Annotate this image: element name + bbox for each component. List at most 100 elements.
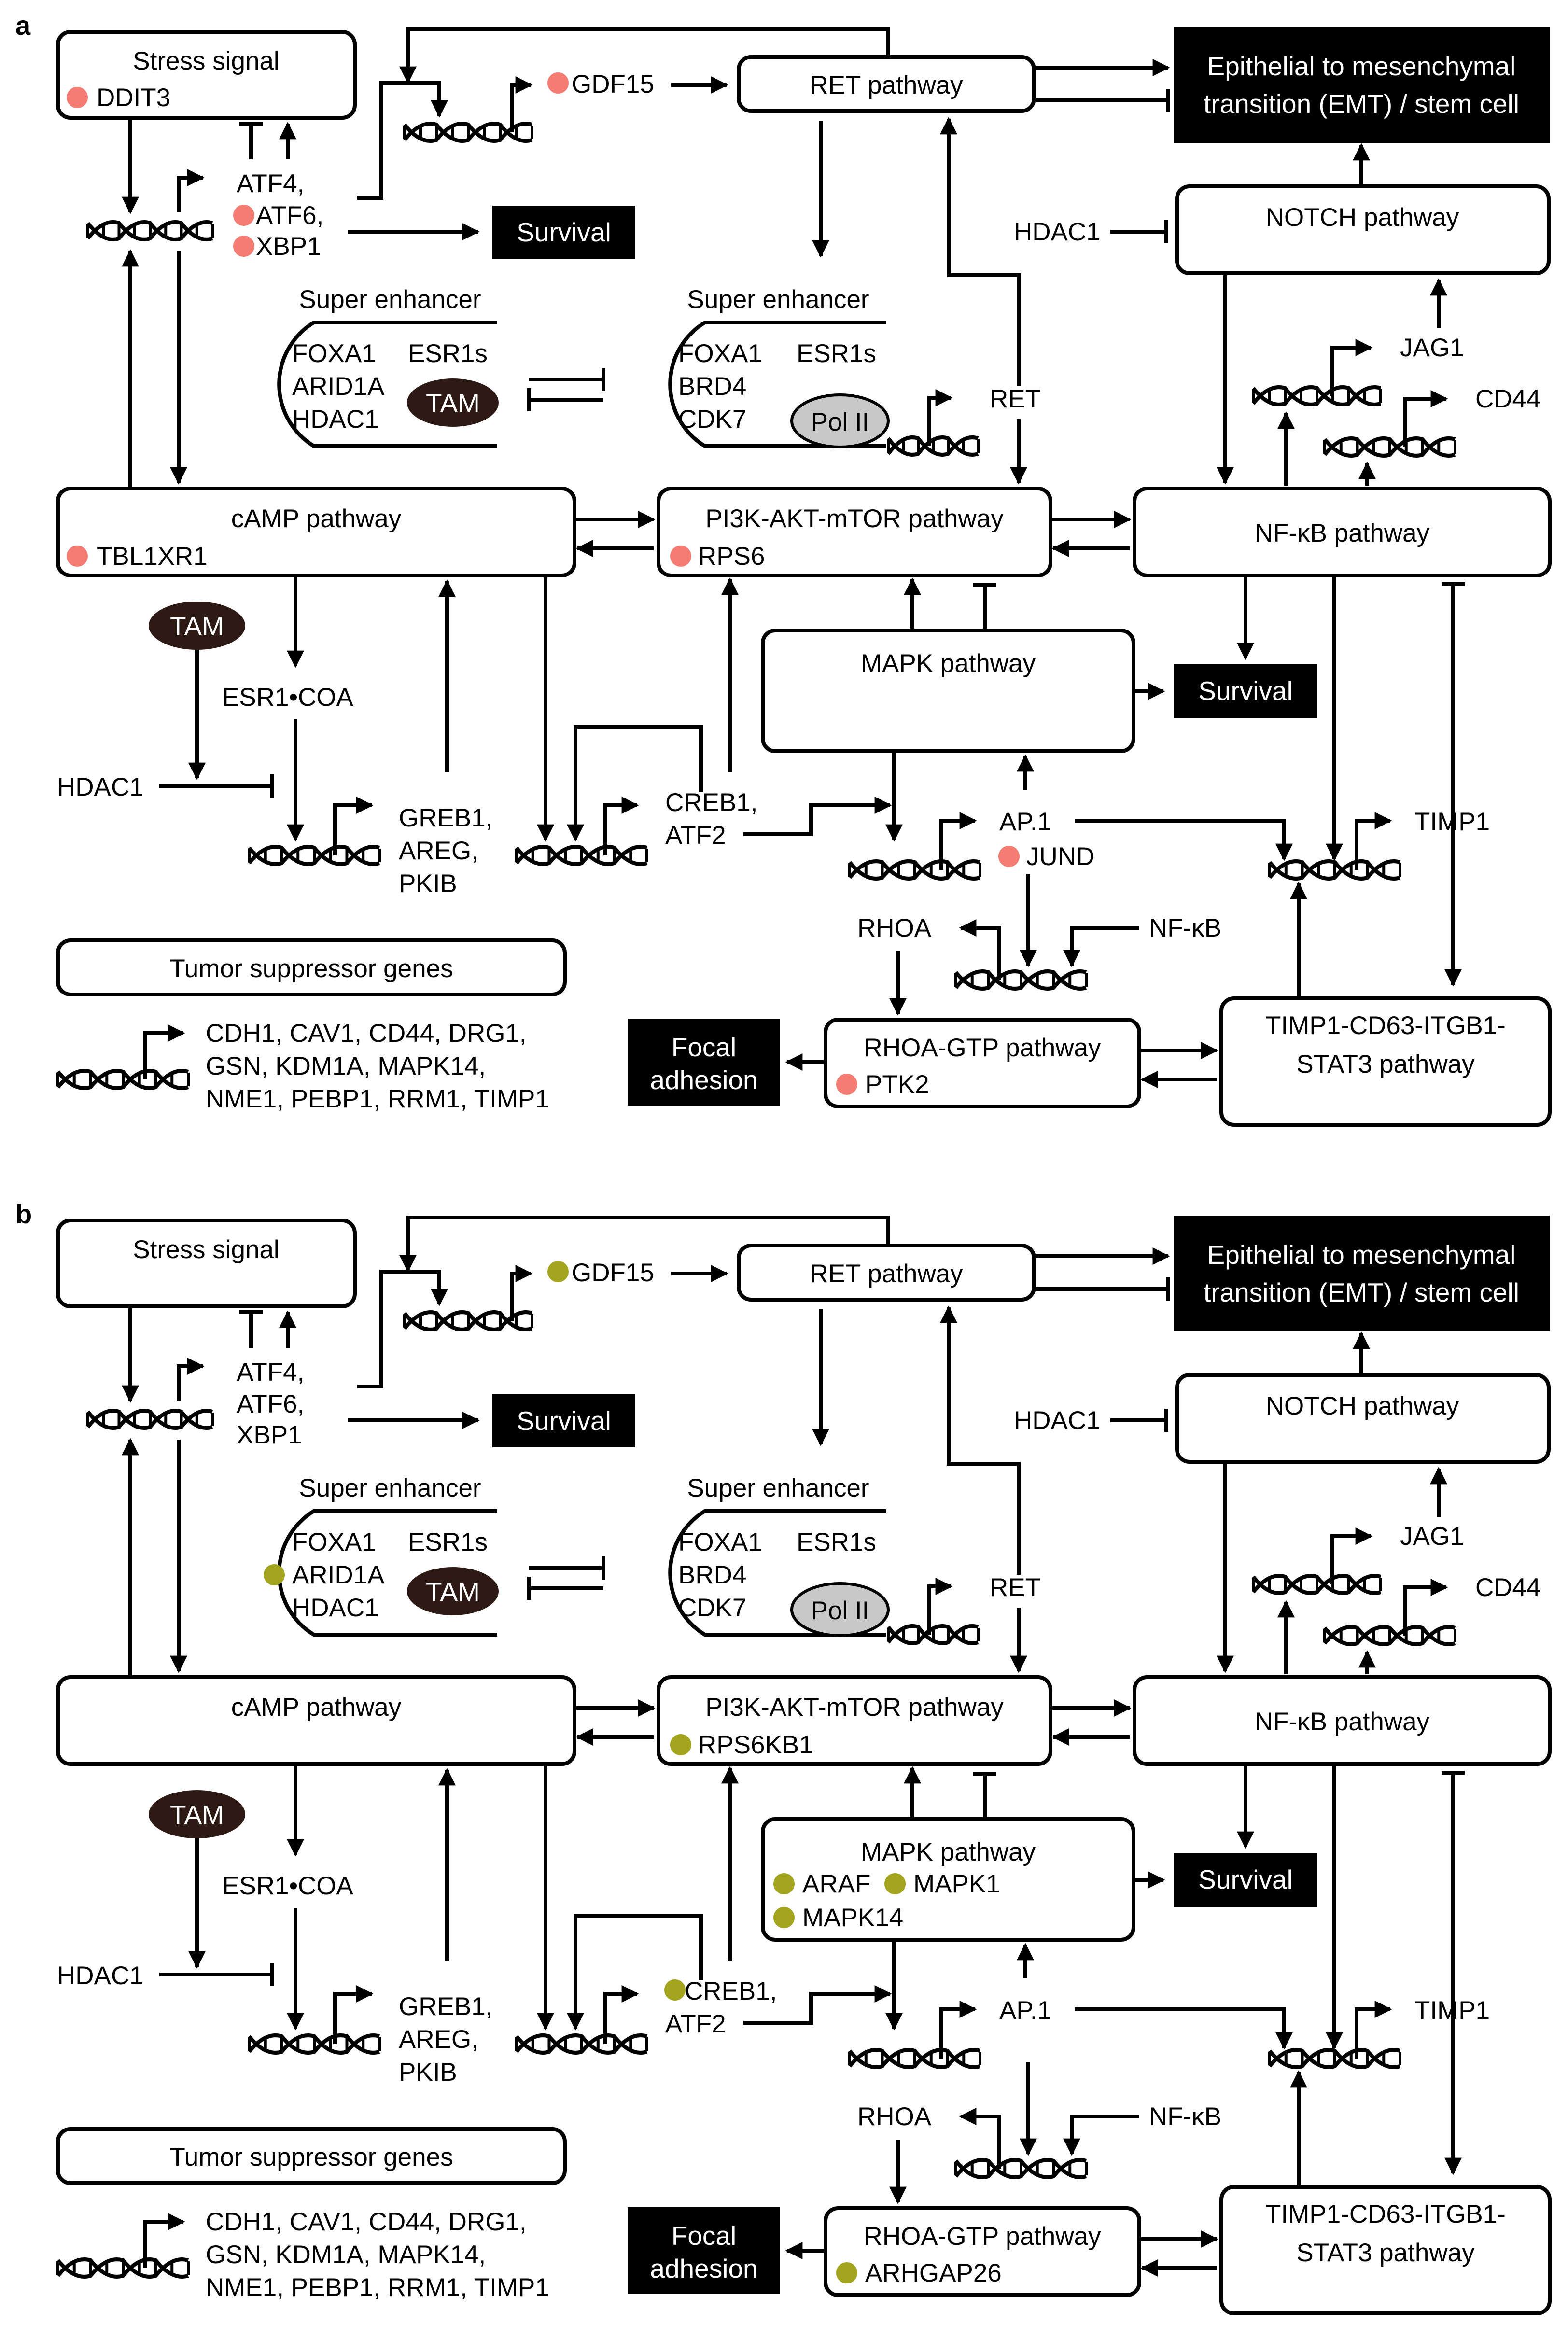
tam-ellipse-se [407, 1567, 499, 1615]
pi3k-gene: RPS6KB1 [698, 1731, 813, 1759]
rhoa-gtp-gene: PTK2 [865, 1070, 929, 1099]
tam-ellipse-se [407, 378, 499, 427]
notch-title: NOTCH pathway [1266, 1392, 1459, 1420]
greb-label-2: PKIB [399, 2058, 457, 2087]
tam-label: TAM [170, 611, 224, 641]
ret-pathway-title: RET pathway [810, 1260, 963, 1288]
nfkb-small-label: NF-κB [1149, 914, 1221, 942]
dna-helix-icon [403, 1310, 533, 1331]
focal-adhesion-box [628, 2207, 780, 2294]
ap1-label: AP.1 [999, 1996, 1051, 2025]
camp-pathway-box [56, 1675, 576, 1766]
survival-label-2: Survival [1198, 1864, 1293, 1894]
promoter-timp1 [1355, 812, 1392, 870]
jund-label: JUND [1026, 842, 1094, 871]
gene-marker-dot-icon [264, 1564, 285, 1585]
se-right-bracket [668, 1509, 886, 1637]
dna-helix-icon [1268, 859, 1401, 881]
dna-helix-icon [886, 435, 980, 457]
se-left-foxa1: FOXA1 [292, 1528, 376, 1556]
mapk-title: MAPK pathway [861, 1838, 1036, 1866]
pi3k-pathway-box [657, 1675, 1052, 1766]
timp1-path-line-1: TIMP1-CD63-ITGB1- [1265, 2200, 1506, 2228]
pi3k-title: PI3K-AKT-mTOR pathway [705, 1693, 1004, 1722]
greb-label-0: GREB1, [399, 804, 492, 832]
mapk-gene-0: ARAF [802, 1870, 870, 1898]
camp-title: cAMP pathway [231, 504, 402, 533]
promoter-jag1 [1330, 1527, 1373, 1584]
gene-marker-dot-icon [884, 1873, 906, 1894]
tam-ellipse [149, 602, 245, 650]
gene-marker-dot-icon [998, 846, 1020, 867]
emt-line-1: Epithelial to mesenchymal [1207, 51, 1516, 81]
se-left-title: Super enhancer [299, 1474, 481, 1502]
dna-helix-icon [56, 1069, 190, 1090]
gene-marker-dot-icon [547, 72, 569, 94]
mapk-title: MAPK pathway [861, 649, 1036, 678]
stress-signal-title: Stress signal [133, 47, 279, 75]
arrow-ret-to-retpath [940, 117, 1021, 386]
ret-gene-label: RET [990, 385, 1041, 413]
se-left-arid1a: ARID1A [292, 1561, 385, 1589]
arrow-creb-ap1 [743, 1985, 892, 2025]
promoter-jag1 [1330, 339, 1373, 396]
gene-marker-dot-icon [773, 1907, 795, 1928]
tsg-box [56, 2127, 567, 2185]
promoter-creb1 [603, 1985, 639, 2044]
emt-line-2: transition (EMT) / stem cell [1204, 1277, 1519, 1307]
focal-line-1: Focal [672, 1032, 737, 1062]
hdac1-notch-label: HDAC1 [1014, 218, 1101, 246]
se-right-esr1s: ESR1s [797, 339, 876, 368]
dna-helix-icon [954, 969, 1088, 991]
arrow-atf-to-gdf15-dna [357, 1270, 448, 1388]
gene-marker-dot-icon [836, 1074, 857, 1095]
atf-label-1: ATF6, [237, 1390, 304, 1418]
dna-helix-icon [1323, 1625, 1456, 1646]
promoter-cd44 [1403, 1579, 1448, 1636]
focal-line-2: adhesion [650, 2254, 757, 2283]
promoter-greb1 [333, 797, 374, 855]
pi3k-gene: RPS6 [698, 542, 765, 571]
arrow-ret-to-retpath [940, 1305, 1021, 1575]
se-right-cdk7: CDK7 [678, 405, 746, 434]
nfkb-pathway-box [1133, 1675, 1552, 1766]
pol-ii-label: Pol II [811, 1597, 869, 1625]
hdac1-left-label: HDAC1 [57, 773, 144, 801]
cd44-label: CD44 [1475, 1573, 1541, 1602]
promoter-greb1 [333, 1985, 374, 2044]
timp1-pathway-box [1219, 996, 1552, 1127]
gene-marker-dot-icon [67, 546, 88, 567]
arrow-creb-loop [567, 725, 703, 842]
atf-label-2: XBP1 [256, 232, 322, 261]
promoter-atf [177, 169, 205, 212]
dna-helix-icon [515, 845, 648, 866]
promoter-ret [927, 389, 953, 446]
esr1coa-label: ESR1•COA [222, 1872, 354, 1900]
notch-pathway-box [1175, 184, 1551, 275]
pol-ii-label: Pol II [811, 408, 869, 436]
hdac1-left-label: HDAC1 [57, 1961, 144, 1990]
jag1-label: JAG1 [1400, 334, 1464, 362]
creb-label-0: CREB1, [685, 1977, 777, 2005]
se-left-hdac1: HDAC1 [292, 1594, 379, 1622]
gene-marker-dot-icon [664, 1979, 686, 2001]
rhoa-gtp-title: RHOA-GTP pathway [864, 1034, 1101, 1062]
promoter-ap1 [939, 812, 977, 870]
dna-helix-icon [954, 2158, 1088, 2179]
promoter-ret [927, 1578, 953, 1635]
dna-helix-icon [848, 2048, 981, 2069]
esr1coa-label: ESR1•COA [222, 683, 354, 712]
dna-helix-icon [515, 2033, 648, 2055]
gene-marker-dot-icon [836, 2262, 857, 2283]
creb-label-0: CREB1, [665, 788, 757, 817]
se-right-foxa1: FOXA1 [678, 339, 762, 368]
arrow-creb-loop [567, 1914, 703, 2031]
nfkb-title: NF-κB pathway [1255, 1708, 1430, 1736]
creb-label-1: ATF2 [665, 821, 726, 850]
dna-helix-icon [1251, 385, 1382, 406]
promoter-timp1 [1355, 2001, 1392, 2059]
tsg-line-3: NME1, PEBP1, RRM1, TIMP1 [206, 1085, 549, 1113]
focal-adhesion-box [628, 1019, 780, 1106]
pol-ii-ellipse [790, 393, 890, 448]
